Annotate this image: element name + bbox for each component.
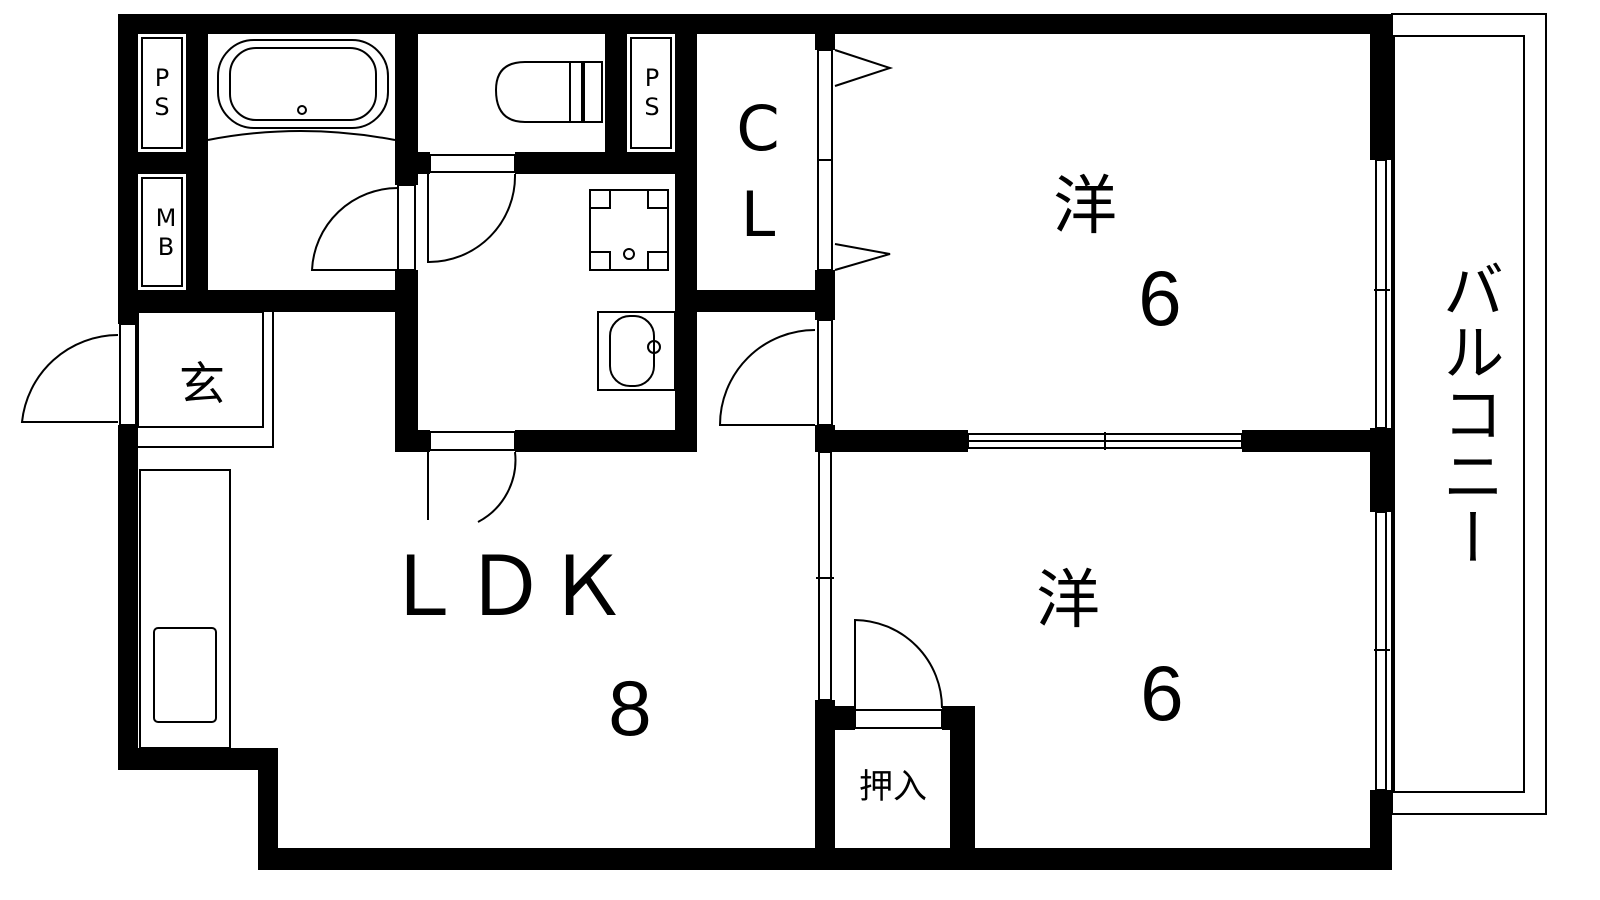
fixtures	[137, 37, 676, 749]
doors	[20, 154, 943, 729]
bedroom2-size: 6	[1140, 649, 1183, 737]
mb-label-2: B	[158, 233, 174, 261]
ps-right-label: P	[645, 64, 659, 92]
sink-icon	[153, 627, 217, 723]
balcony-label: バルコニー	[1432, 258, 1505, 568]
walls	[118, 14, 1392, 870]
ps-box-left	[141, 37, 183, 149]
entrance-label: 玄	[179, 357, 225, 411]
mb-label: M	[156, 204, 177, 232]
toilet-icon	[494, 61, 603, 123]
washing-machine-icon	[589, 189, 669, 271]
oshiire-label: 押入	[859, 767, 927, 807]
kitchen-counter	[139, 469, 231, 749]
ldk-label: ＬＤＫ	[382, 540, 628, 635]
ldk-size: 8	[608, 664, 651, 752]
ps-right-label-2: S	[644, 93, 659, 121]
windows	[816, 49, 1390, 791]
balcony	[1391, 13, 1547, 815]
washbasin-icon	[597, 311, 676, 391]
bedroom1-size: 6	[1138, 254, 1181, 342]
bathtub-icon	[207, 39, 396, 141]
ps-box-right	[630, 37, 672, 149]
ps-left-label-2: S	[154, 93, 169, 121]
room-labels: P S M B P S 玄 C L 洋 6 洋 6 ＬＤＫ 8 押入 バルコニー	[154, 64, 1504, 807]
mb-box	[141, 177, 183, 287]
bedroom1-type: 洋	[1053, 170, 1117, 244]
closet-label: C	[736, 92, 779, 165]
entrance-step	[137, 311, 274, 448]
ps-left-label: P	[155, 64, 169, 92]
bedroom2-type: 洋	[1036, 564, 1100, 638]
closet-label-2: L	[741, 178, 776, 251]
